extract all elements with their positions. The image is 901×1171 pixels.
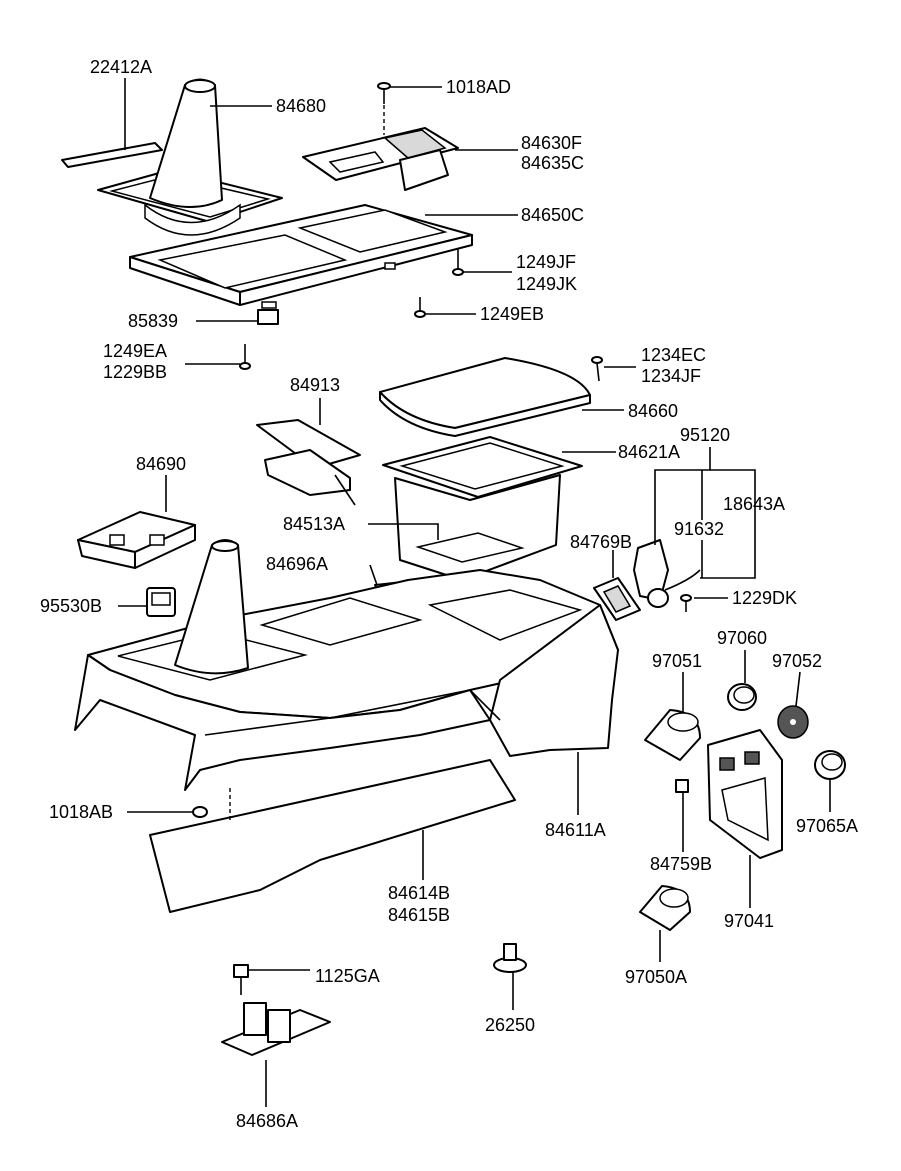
strip-22412A: [61, 142, 163, 168]
label-84611A: 84611A: [545, 820, 606, 840]
switch-95120: [633, 539, 701, 608]
label-84630F: 84630F: [521, 133, 582, 153]
label-22412A: 22412A: [90, 57, 152, 77]
label-1249EB: 1249EB: [480, 304, 544, 324]
label-1125GA: 1125GA: [315, 966, 380, 986]
grommet-26250: [493, 943, 527, 973]
label-1229DK: 1229DK: [732, 588, 797, 608]
label-1234EC: 1234EC: [641, 345, 706, 365]
label-84513A: 84513A: [283, 514, 345, 534]
leader-lines: [118, 78, 831, 1107]
label-18643A: 18643A: [723, 494, 785, 514]
armrest-lid: [379, 357, 591, 437]
screw-1018AD: [377, 82, 391, 104]
label-84650C: 84650C: [521, 205, 584, 225]
cover-84769B: [593, 577, 641, 621]
label-95120: 95120: [680, 425, 730, 445]
screw-1249JF: [452, 248, 464, 276]
bolt-1125GA: [233, 964, 249, 995]
armrest-box: [382, 436, 583, 581]
label-84913: 84913: [290, 375, 340, 395]
label-95530B: 95530B: [40, 596, 102, 616]
cap-97060: [727, 683, 757, 711]
knob-97051: [644, 709, 701, 761]
label-97041: 97041: [724, 911, 774, 931]
switch-panel-84690: [77, 511, 196, 569]
console-main-body: [74, 539, 619, 791]
label-84621A: 84621A: [618, 442, 680, 462]
shift-boot-upper: [97, 78, 283, 236]
label-84690: 84690: [136, 454, 186, 474]
label-1229BB: 1229BB: [103, 362, 167, 382]
clip-84759B: [675, 779, 689, 793]
bracket-84686A: [221, 1002, 331, 1056]
ashtray-84913: [256, 419, 361, 506]
dial-97052: [777, 705, 809, 739]
label-26250: 26250: [485, 1015, 535, 1035]
label-91632: 91632: [674, 519, 724, 539]
label-84759B: 84759B: [650, 854, 712, 874]
label-84635C: 84635C: [521, 153, 584, 173]
knob-97050A: [639, 885, 691, 931]
label-1249JF: 1249JF: [516, 252, 576, 272]
label-1249EA: 1249EA: [103, 341, 167, 361]
label-84696A: 84696A: [266, 554, 328, 574]
screw-1249EA: [239, 344, 251, 370]
label-85839: 85839: [128, 311, 178, 331]
label-84686A: 84686A: [236, 1111, 298, 1131]
screw-1229DK: [680, 594, 692, 612]
screw-1249EB: [414, 297, 426, 318]
lower-side-panel: [149, 759, 516, 913]
cap-97065A: [814, 750, 846, 780]
label-84614B: 84614B: [388, 883, 450, 903]
label-1249JK: 1249JK: [516, 274, 577, 294]
label-97060: 97060: [717, 628, 767, 648]
label-97051: 97051: [652, 651, 702, 671]
label-97050A: 97050A: [625, 967, 687, 987]
switch-95530B: [146, 587, 176, 617]
label-97052: 97052: [772, 651, 822, 671]
label-84680: 84680: [276, 96, 326, 116]
clip-85839: [257, 309, 279, 325]
screw-1234EC: [591, 356, 603, 382]
screw-1018AB: [192, 788, 231, 820]
part-labels: 22412A 84680 1018AD 84630F 84635C 84650C…: [40, 57, 858, 1131]
label-1018AD: 1018AD: [446, 77, 511, 97]
label-84660: 84660: [628, 401, 678, 421]
bezel-97041: [707, 729, 783, 859]
label-1234JF: 1234JF: [641, 366, 701, 386]
label-97065A: 97065A: [796, 816, 858, 836]
tray-84630F: [302, 105, 459, 191]
label-84615B: 84615B: [388, 905, 450, 925]
label-1018AB: 1018AB: [49, 802, 113, 822]
label-84769B: 84769B: [570, 532, 632, 552]
console-upper-panel: [129, 204, 473, 309]
